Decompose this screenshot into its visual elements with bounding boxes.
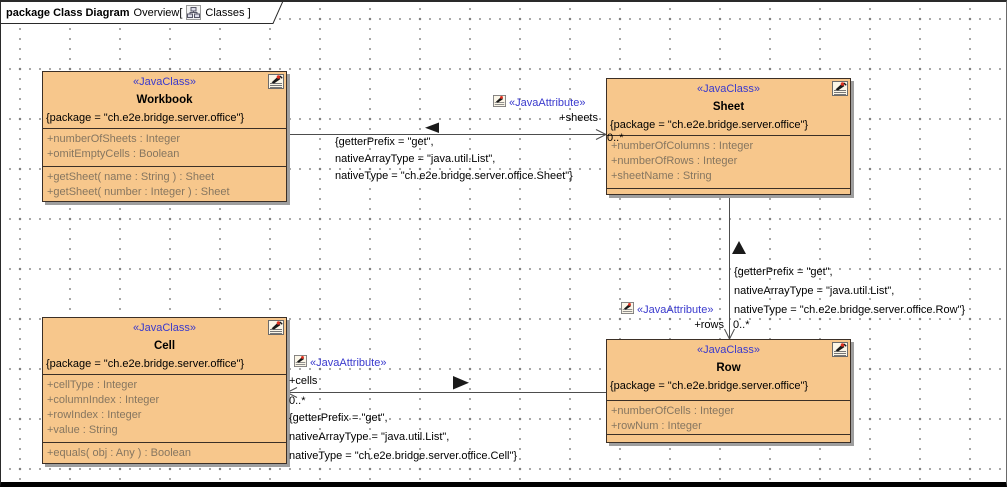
- assoc-sheets-role[interactable]: +sheets: [559, 112, 598, 124]
- assoc-cells-stereotype[interactable]: «JavaAttribute»: [294, 355, 386, 370]
- operations-compartment: [607, 434, 850, 442]
- assoc-rows-constraint[interactable]: {getterPrefix = "get", nativeArrayType =…: [734, 266, 965, 323]
- class-cell[interactable]: «JavaClass» Cell {package = "ch.e2e.brid…: [42, 317, 287, 464]
- diagram-frame-tab[interactable]: package Class Diagram Overview[ Classes …: [1, 2, 291, 25]
- constraint-line: nativeType = "ch.e2e.bridge.server.offic…: [335, 170, 573, 182]
- class-name: Cell: [153, 340, 176, 352]
- attribute[interactable]: +omitEmptyCells : Boolean: [47, 148, 180, 160]
- package-tag: {package = "ch.e2e.bridge.server.office"…: [610, 380, 809, 392]
- class-header: «JavaClass» Workbook {package = "ch.e2e.…: [43, 72, 286, 128]
- assoc-cells-constraint[interactable]: {getterPrefix = "get", nativeArrayType =…: [289, 412, 517, 469]
- assoc-cells-direction-triangle: [453, 376, 469, 390]
- constraint-line: nativeArrayType = "java.util.List",: [734, 285, 895, 297]
- attribute[interactable]: +cellType : Integer: [47, 379, 138, 391]
- stereotype-text: «JavaAttribute»: [637, 303, 714, 316]
- attribute[interactable]: +columnIndex : Integer: [47, 394, 160, 406]
- assoc-rows-role[interactable]: +rows: [694, 319, 724, 331]
- diagram-view-label: Overview[: [133, 6, 183, 19]
- operations-compartment: [607, 188, 850, 194]
- attribute[interactable]: +rowNum : Integer: [611, 420, 702, 432]
- assoc-cells-multiplicity[interactable]: 0..*: [289, 395, 306, 407]
- attribute[interactable]: +rowIndex : Integer: [47, 409, 142, 421]
- assoc-sheets-stereotype[interactable]: «JavaAttribute»: [493, 95, 585, 110]
- stereotype-label: «JavaClass»: [133, 322, 196, 334]
- attributes-compartment: +numberOfSheets : Integer +omitEmptyCell…: [43, 128, 286, 166]
- attribute[interactable]: +numberOfRows : Integer: [611, 155, 738, 167]
- class-name: Workbook: [136, 94, 193, 106]
- attribute[interactable]: +numberOfCells : Integer: [611, 405, 735, 417]
- stereotype-text: «JavaAttribute»: [509, 96, 586, 109]
- constraint-line: {getterPrefix = "get",: [734, 266, 833, 278]
- class-name: Row: [716, 362, 741, 374]
- assoc-sheets-multiplicity[interactable]: 0..*: [607, 132, 624, 144]
- assoc-cells-role[interactable]: +cells: [289, 375, 318, 387]
- constraint-line: nativeType = "ch.e2e.bridge.server.offic…: [734, 304, 966, 316]
- assoc-sheets-open-arrow: [595, 129, 608, 140]
- constraint-line: nativeArrayType = "java.util.List",: [289, 431, 450, 443]
- attribute[interactable]: +sheetName : String: [611, 170, 712, 182]
- java-attribute-icon: [493, 95, 506, 110]
- java-attribute-icon: [621, 302, 634, 317]
- java-class-icon: [268, 320, 284, 335]
- attributes-compartment: +numberOfCells : Integer +rowNum : Integ…: [607, 400, 850, 434]
- operation[interactable]: +getSheet( number : Integer ) : Sheet: [47, 186, 230, 198]
- constraint-line: nativeArrayType = "java.util.List",: [335, 153, 496, 165]
- class-row[interactable]: «JavaClass» Row {package = "ch.e2e.bridg…: [606, 339, 851, 443]
- constraint-line: {getterPrefix = "get",: [335, 136, 434, 148]
- class-sheet[interactable]: «JavaClass» Sheet {package = "ch.e2e.bri…: [606, 78, 851, 195]
- assoc-rows-stereotype[interactable]: «JavaAttribute»: [621, 302, 713, 317]
- constraint-line: nativeType = "ch.e2e.bridge.server.offic…: [289, 450, 518, 462]
- class-header: «JavaClass» Cell {package = "ch.e2e.brid…: [43, 318, 286, 374]
- java-class-icon: [268, 74, 284, 89]
- operations-compartment: +getSheet( name : String ) : Sheet +getS…: [43, 166, 286, 201]
- stereotype-label: «JavaClass»: [697, 83, 760, 95]
- package-tag: {package = "ch.e2e.bridge.server.office"…: [610, 119, 809, 131]
- stereotype-text: «JavaAttribute»: [310, 356, 387, 369]
- operation[interactable]: +getSheet( name : String ) : Sheet: [47, 171, 215, 183]
- attributes-compartment: +numberOfColumns : Integer +numberOfRows…: [607, 135, 850, 188]
- assoc-sheets-constraint[interactable]: {getterPrefix = "get", nativeArrayType =…: [335, 136, 573, 187]
- constraint-line: {getterPrefix = "get",: [289, 412, 388, 424]
- attribute[interactable]: +value : String: [47, 424, 118, 436]
- attributes-compartment: +cellType : Integer +columnIndex : Integ…: [43, 374, 286, 442]
- assoc-rows-direction-triangle: [732, 241, 746, 254]
- operation[interactable]: +equals( obj : Any ) : Boolean: [47, 447, 192, 459]
- classes-diagram-icon: [186, 5, 202, 20]
- stereotype-label: «JavaClass»: [133, 76, 196, 88]
- attribute[interactable]: +numberOfSheets : Integer: [47, 133, 180, 145]
- diagram-context-label: Classes ]: [205, 6, 251, 19]
- package-tag: {package = "ch.e2e.bridge.server.office"…: [46, 358, 245, 370]
- diagram-kind-and-name: package Class Diagram: [6, 6, 130, 19]
- java-class-icon: [832, 342, 848, 357]
- frame-tab-outline: [1, 2, 284, 24]
- class-header: «JavaClass» Row {package = "ch.e2e.bridg…: [607, 340, 850, 400]
- java-class-icon: [832, 81, 848, 96]
- class-header: «JavaClass» Sheet {package = "ch.e2e.bri…: [607, 79, 850, 135]
- attribute[interactable]: +numberOfColumns : Integer: [611, 140, 754, 152]
- assoc-sheets-direction-triangle: [425, 122, 439, 133]
- class-workbook[interactable]: «JavaClass» Workbook {package = "ch.e2e.…: [42, 71, 287, 202]
- stereotype-label: «JavaClass»: [697, 344, 760, 356]
- assoc-rows-multiplicity[interactable]: 0..*: [733, 319, 750, 331]
- package-tag: {package = "ch.e2e.bridge.server.office"…: [46, 112, 245, 124]
- java-attribute-icon: [294, 355, 307, 370]
- operations-compartment: +equals( obj : Any ) : Boolean: [43, 442, 286, 463]
- class-name: Sheet: [712, 101, 745, 113]
